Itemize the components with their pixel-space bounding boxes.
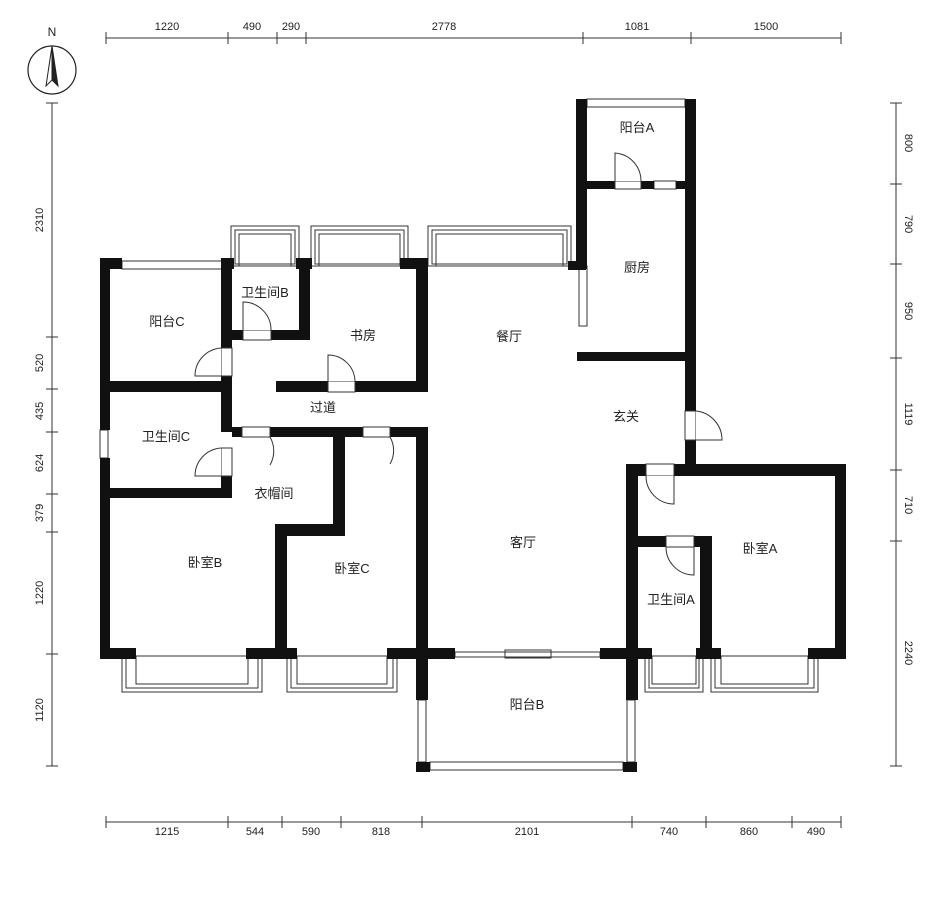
room-corridor: 过道	[310, 400, 336, 415]
door-study-icon	[327, 354, 356, 393]
room-bedroom-c: 卧室C	[334, 561, 369, 576]
door-bathroom-c-icon	[194, 447, 233, 477]
door-bedroom-a-icon	[645, 463, 675, 505]
north-compass-icon: N	[27, 25, 77, 95]
room-balcony-a: 阳台A	[620, 120, 655, 135]
north-label: N	[48, 25, 57, 39]
dim-left-5: 379	[34, 504, 46, 522]
door-balcony-a-icon	[614, 152, 642, 190]
dim-bottom-3: 590	[302, 826, 320, 838]
dim-bottom-2: 544	[246, 826, 264, 838]
dim-top-4: 2778	[432, 21, 456, 33]
dim-bottom-6: 740	[660, 826, 678, 838]
dim-right-6: 2240	[902, 641, 914, 665]
dim-left-3: 435	[34, 402, 46, 420]
dimension-lines	[46, 32, 902, 828]
room-foyer: 玄关	[613, 409, 639, 424]
dim-bottom-4: 818	[372, 826, 390, 838]
dim-left-2: 520	[34, 354, 46, 372]
door-bathroom-a-icon	[665, 535, 695, 576]
dim-left-1: 2310	[34, 208, 46, 232]
dim-top-6: 1500	[754, 21, 778, 33]
room-dining: 餐厅	[496, 329, 522, 344]
dim-right-3: 950	[902, 302, 914, 320]
dim-right-1: 800	[902, 134, 914, 152]
room-bedroom-a: 卧室A	[743, 541, 778, 556]
dim-bottom-8: 490	[807, 826, 825, 838]
room-balcony-b: 阳台B	[510, 697, 545, 712]
dim-top-3: 290	[282, 21, 300, 33]
dim-bottom-1: 1215	[155, 826, 179, 838]
dim-right-4: 1119	[902, 403, 914, 426]
door-balcony-c-icon	[194, 347, 233, 377]
dim-bottom-7: 860	[740, 826, 758, 838]
door-cloakroom-icon	[241, 426, 275, 466]
dim-right-5: 710	[902, 496, 914, 514]
room-balcony-c: 阳台C	[149, 314, 184, 329]
dim-left-6: 1220	[34, 581, 46, 605]
room-study: 书房	[350, 328, 376, 343]
door-entrance-icon	[684, 410, 723, 441]
dim-left-7: 1120	[34, 698, 46, 722]
room-bathroom-a: 卫生间A	[647, 592, 695, 607]
room-living: 客厅	[510, 535, 536, 550]
room-bedroom-b: 卧室B	[188, 555, 223, 570]
room-kitchen: 厨房	[624, 260, 650, 275]
room-cloakroom: 衣帽间	[254, 486, 293, 501]
dim-bottom-5: 2101	[515, 826, 539, 838]
door-bedroom-c-icon	[362, 426, 395, 465]
dim-top-1: 1220	[155, 21, 179, 33]
room-bathroom-b: 卫生间B	[241, 285, 289, 300]
dim-right-2: 790	[902, 215, 914, 233]
room-bathroom-c: 卫生间C	[142, 429, 190, 444]
doors	[194, 152, 723, 576]
door-bathroom-b-icon	[242, 301, 272, 341]
dim-top-2: 490	[243, 21, 261, 33]
dim-top-5: 1081	[625, 21, 649, 33]
dim-left-4: 624	[34, 454, 46, 472]
walls	[100, 99, 846, 772]
